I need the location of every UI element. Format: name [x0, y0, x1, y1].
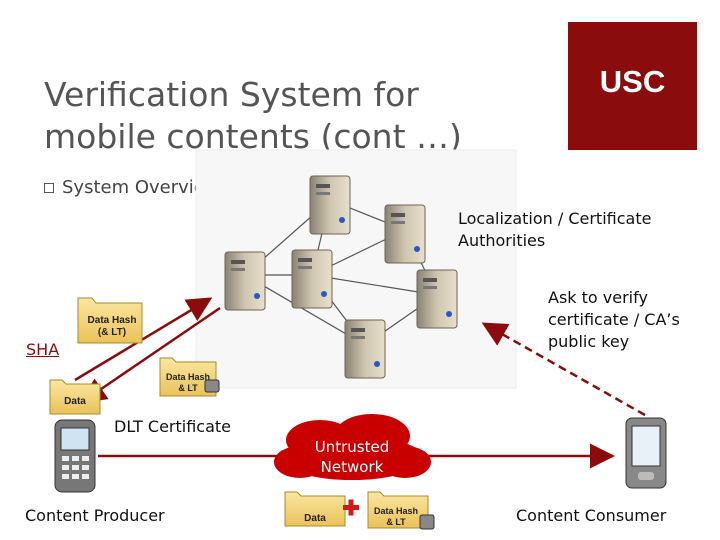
- dlt-certificate-label: DLT Certificate: [114, 417, 231, 436]
- folder-label-data-hash-small: Data Hash & LT: [160, 372, 216, 394]
- server-icon: [416, 269, 458, 329]
- slide-title: Verification System for mobile contents …: [44, 74, 524, 158]
- folder-label-bottom-hash: Data Hash & LT: [368, 506, 424, 528]
- ask-verify-label: Ask to verify certificate / CA’s public …: [548, 287, 680, 353]
- bullet-system-overview: System Overview: [62, 177, 220, 198]
- pda-icon: [625, 417, 667, 489]
- untrusted-network-label: Untrusted Network: [292, 437, 412, 477]
- ca-label: Localization / Certificate Authorities: [458, 208, 651, 252]
- folder-label-line-2: & LT: [178, 383, 198, 393]
- content-producer-label: Content Producer: [25, 506, 165, 525]
- folder-label-line-2: (& LT): [97, 327, 127, 338]
- folder-icon-bottom-data: [284, 491, 346, 527]
- bullet-icon: [44, 183, 54, 193]
- folder-label-line-1: Data Hash: [87, 315, 137, 326]
- folder-label-data-hash-lt: Data Hash (& LT): [82, 315, 142, 339]
- folder-label-data: Data: [64, 396, 86, 407]
- folder-label-line-2: & LT: [386, 517, 406, 527]
- usc-logo: [568, 22, 697, 150]
- folder-label-line-1: Data Hash: [165, 372, 210, 382]
- usc-logo-text: USC: [599, 64, 666, 99]
- folder-icon-bottom-hash: [367, 491, 435, 530]
- producer-download-arrow: [80, 306, 221, 403]
- network-label-line-2: Network: [320, 458, 384, 476]
- title-line-1: Verification System for: [44, 75, 419, 114]
- server-icon: [224, 251, 266, 311]
- folder-icon-data-hash-small: [159, 357, 220, 397]
- phone-icon: [54, 419, 96, 493]
- server-icon: [384, 204, 426, 264]
- ask-label-line-3: public key: [548, 332, 630, 351]
- plus-icon: [343, 499, 359, 516]
- cloud-icon: [274, 414, 431, 480]
- server-icon: [344, 319, 386, 379]
- ask-label-line-2: certificate / CA’s: [548, 310, 680, 329]
- content-consumer-label: Content Consumer: [516, 506, 667, 525]
- server-icon: [309, 175, 351, 235]
- sha-label: SHA: [26, 340, 60, 359]
- folder-icon-data-hash-lt: [77, 297, 143, 344]
- ca-label-line-1: Localization / Certificate: [458, 209, 652, 228]
- ask-label-line-1: Ask to verify: [548, 288, 648, 307]
- folder-label-bottom-data: Data: [304, 513, 326, 524]
- network-label-line-1: Untrusted: [314, 438, 390, 456]
- folder-label-line-1: Data Hash: [373, 506, 418, 516]
- consumer-verify-arrow: [481, 322, 646, 417]
- ca-label-line-2: Authorities: [458, 231, 546, 250]
- server-icon: [291, 249, 333, 309]
- folder-icon-data: [49, 379, 101, 415]
